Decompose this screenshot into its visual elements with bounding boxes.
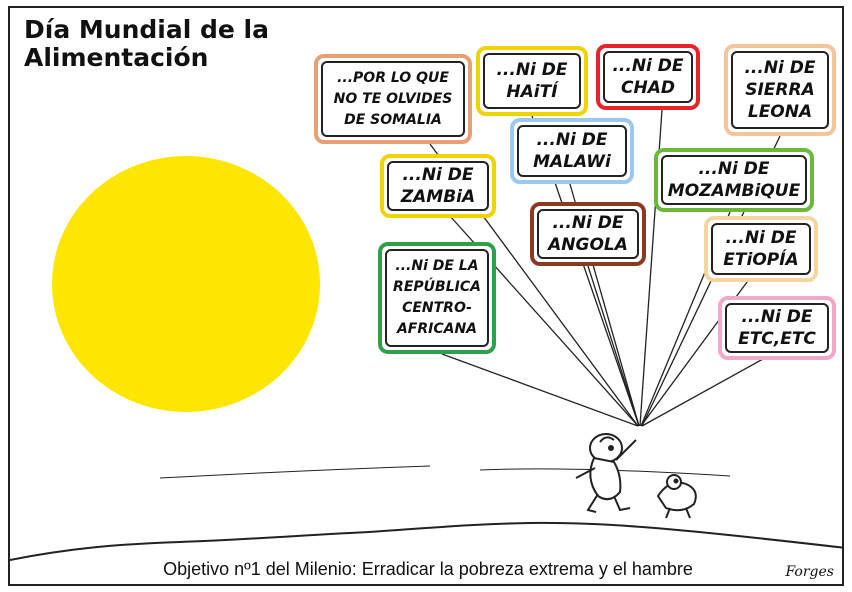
sign-etc-text: ...Ni DE ETC,ETC xyxy=(725,303,829,353)
sign-chad: ...Ni DE CHAD xyxy=(596,44,700,110)
sign-centroafricana: ...Ni DE LA REPÚBLICA CENTRO- AFRICANA xyxy=(378,242,496,354)
sign-sierra-leona-text: ...Ni DE SIERRA LEONA xyxy=(731,51,829,129)
cartoon-title: Día Mundial de la Alimentación xyxy=(24,16,269,72)
cartoon-frame: Día Mundial de la Alimentación xyxy=(8,6,844,586)
sign-mozambique: ...Ni DE MOZAMBiQUE xyxy=(654,148,814,212)
sign-zambia: ...Ni DE ZAMBiA xyxy=(380,154,496,218)
ground-line xyxy=(10,521,842,561)
sign-zambia-text: ...Ni DE ZAMBiA xyxy=(387,161,489,211)
sign-somalia: ...POR LO QUE NO TE OLVIDES DE SOMALIA xyxy=(314,54,472,144)
sign-angola-text: ...Ni DE ANGOLA xyxy=(537,209,639,259)
sign-sierra-leona: ...Ni DE SIERRA LEONA xyxy=(724,44,836,136)
dog-figure xyxy=(656,474,697,519)
sign-somalia-text: ...POR LO QUE NO TE OLVIDES DE SOMALIA xyxy=(321,61,465,137)
sign-angola: ...Ni DE ANGOLA xyxy=(530,202,646,266)
caption: Objetivo nº1 del Milenio: Erradicar la p… xyxy=(163,559,693,579)
sign-malawi: ...Ni DE MALAWi xyxy=(510,118,634,184)
sign-haiti: ...Ni DE HAiTÍ xyxy=(476,46,588,116)
sign-chad-text: ...Ni DE CHAD xyxy=(603,51,693,103)
sign-etiopia-text: ...Ni DE ETiOPÍA xyxy=(711,223,811,275)
child-figure xyxy=(575,433,637,513)
horizon-line xyxy=(159,465,731,479)
sign-malawi-text: ...Ni DE MALAWi xyxy=(517,125,627,177)
sun xyxy=(52,156,320,412)
title-line-1: Día Mundial de la xyxy=(24,15,269,44)
sign-etc: ...Ni DE ETC,ETC xyxy=(718,296,836,360)
sign-etiopia: ...Ni DE ETiOPÍA xyxy=(704,216,818,282)
sign-centroafricana-text: ...Ni DE LA REPÚBLICA CENTRO- AFRICANA xyxy=(385,249,489,347)
sign-haiti-text: ...Ni DE HAiTÍ xyxy=(483,53,581,109)
sign-mozambique-text: ...Ni DE MOZAMBiQUE xyxy=(661,155,807,205)
artist-signature: Forges xyxy=(785,564,834,580)
title-line-2: Alimentación xyxy=(24,43,209,72)
